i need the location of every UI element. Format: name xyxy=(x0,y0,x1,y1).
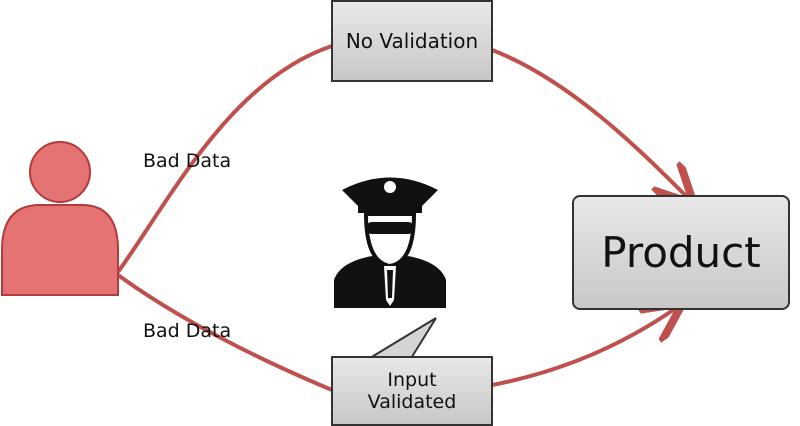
edge-validated-to-product xyxy=(491,308,676,387)
no-validation-label: No Validation xyxy=(345,29,479,53)
edge-person-to-validated xyxy=(116,273,333,392)
police-officer-icon xyxy=(334,177,446,308)
bad-data-top-label: Bad Data xyxy=(143,150,232,172)
no-validation-box: No Validation xyxy=(331,0,493,82)
edge-person-to-no-validation xyxy=(116,44,333,274)
callout-line2: Validated xyxy=(367,391,457,413)
callout-line1: Input xyxy=(387,369,437,391)
edge-no-validation-to-product xyxy=(491,48,688,198)
product-label: Product xyxy=(601,228,761,277)
person-icon xyxy=(1,141,119,296)
product-box: Product xyxy=(572,195,790,310)
input-validated-callout: Input Validated xyxy=(331,356,493,426)
bad-data-bottom-label: Bad Data xyxy=(143,320,232,342)
